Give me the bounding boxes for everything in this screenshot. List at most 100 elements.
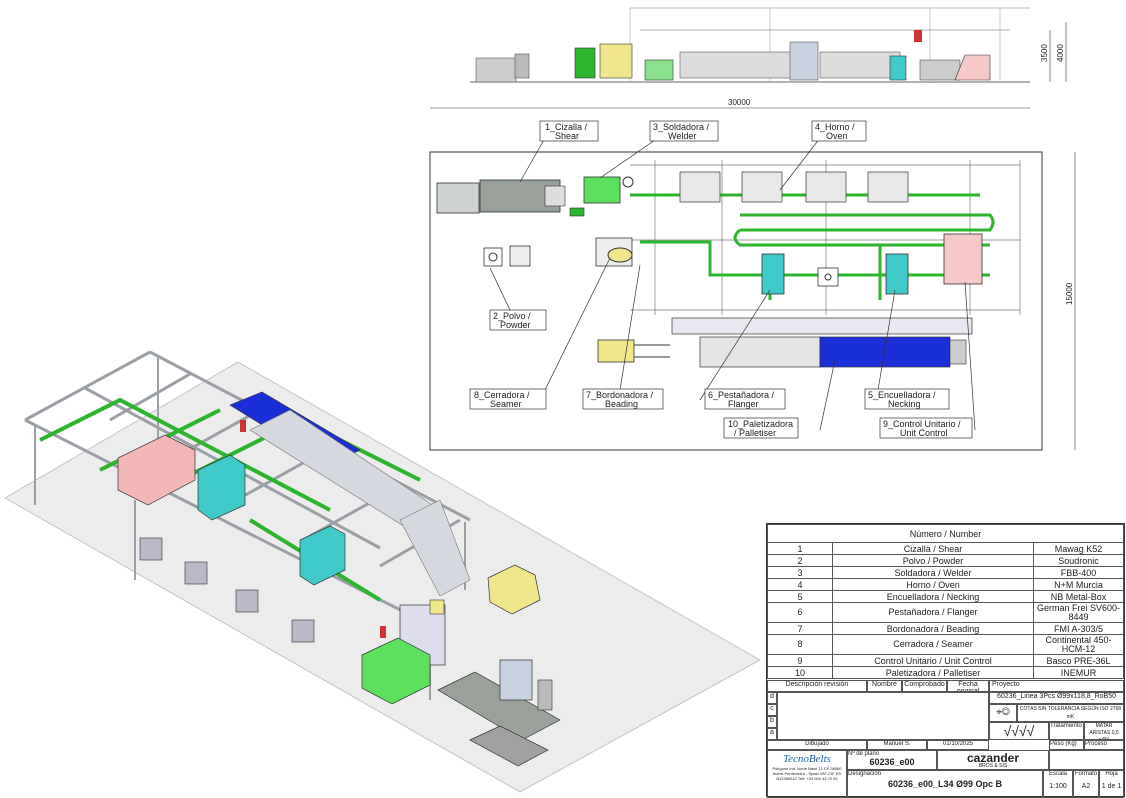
bom-model: INEMUR [1033,666,1124,679]
nombre-header: Nombre [867,680,902,692]
designacion: 60236_e00_L34 Ø99 Opc B [887,779,1003,789]
company-address: Polígono Ind. Norte Nave 11 CP 38060 Iba… [772,766,842,781]
label-6-line2: Flanger [728,399,759,409]
dibujado-label: Dibujado [767,740,867,750]
label-5-line1: 5_Encuelladora / [868,390,936,400]
formato-cell: Formato A2 [1073,770,1099,798]
bom-name: Horno / Oven [832,578,1034,591]
bom-name: Paletizadora / Palletiser [832,666,1034,679]
rev-d: d [767,692,777,704]
isometric-view [4,350,761,793]
dim-width: 15000 [1065,282,1074,305]
formato: A2 [1081,783,1091,790]
designacion-cell: Designación 60236_e00_L34 Ø99 Opc B [847,770,1043,798]
tratamiento-label: Tratamiento [1049,722,1084,740]
bom-name: Cerradora / Seamer [832,634,1034,655]
elevation-view: 3500 4000 [470,7,1067,83]
label-5-line2: Necking [888,399,921,409]
n-plano-label: Nº de plano [848,751,880,757]
cotas-note: COTAS SIN TOLERANCIA SEGÚN ISO 2768 mK [1017,704,1124,722]
proyecto-value: 60236_Linea 3Pcs Ø99x118,8_RoB50 [989,692,1124,704]
bom-model: Mawag K52 [1033,542,1124,555]
bom-model: FMI A-303/5 [1033,622,1124,635]
bom-model: N+M Murcia [1033,578,1124,591]
n-plano: 60236_e00 [869,757,915,767]
bom-model: Basco PRE-36L [1033,654,1124,667]
desc-revision-header: Descripción revisión [767,680,867,692]
bom-n: 9 [767,654,833,667]
bom-n: 3 [767,566,833,579]
dim-height-2: 4000 [1056,44,1065,62]
bom-model: FBB-400 [1033,566,1124,579]
partner-name: cazander [966,751,1020,765]
label-7-line1: 7_Bordonadora / [586,390,654,400]
bom-n: 5 [767,590,833,603]
designacion-label: Designación [848,771,882,777]
peso-proceso-values [1049,750,1124,770]
label-8-line1: 8_Cerradora / [474,390,530,400]
label-1-line1: 1_Cizalla / [545,122,588,132]
escala-label: Escala [1048,771,1067,777]
bom-n: 6 [767,602,833,623]
bom-n: 8 [767,634,833,655]
escala-cell: Escala 1:100 [1043,770,1073,798]
dibujado-name: Manuel S. [867,740,927,750]
formato-label: Formato [1074,771,1098,777]
partner-sub: BROS & SIS [978,763,1008,769]
plan-labels: 1_Cizalla / Shear 3_Soldadora / Welder 4… [469,120,973,439]
fecha-original-header: Fecha original [947,680,989,692]
company-logo: TecnoBelts Polígono Ind. Norte Nave 11 C… [767,750,847,798]
rev-a: a [767,728,777,740]
bom-n: 1 [767,542,833,555]
peso-label: Peso (Kg) [1049,740,1084,750]
label-4-line2: Oven [826,131,848,141]
projection-symbol-icon: ⌖◎ [989,704,1017,722]
proyecto-header: Proyecto [989,680,1124,692]
hoja-label: Hoja [1105,771,1118,777]
company-name: TecnoBelts [783,753,831,765]
hoja-cell: Hoja 1 de 1 [1099,770,1124,798]
bom-name: Pestañadora / Flanger [832,602,1034,623]
label-2-line2: Powder [500,320,531,330]
dim-length: 30000 [728,98,751,107]
revision-rows [777,692,989,740]
comprobado-header: Comprobado [902,680,947,692]
rev-c: c [767,704,777,716]
rev-b: b [767,716,777,728]
label-10-line2: / Palletiser [734,428,776,438]
label-6-line1: 6_Pestañadora / [708,390,775,400]
label-1-line2: Shear [555,131,579,141]
bom-model: NB Metal-Box [1033,590,1124,603]
label-3-line1: 3_Soldadora / [653,122,710,132]
bom-header: Número / Number [767,524,1124,543]
bom-model: Soudronic [1033,554,1124,567]
matar-aristas: MATAR ARISTAS 0,5 x45° [1084,722,1124,740]
label-9-line1: 9_Control Unitario / [883,419,961,429]
bom-name: Bordonadora / Beading [832,622,1034,635]
bom-n: 2 [767,554,833,567]
label-7-line2: Beading [605,399,638,409]
label-3-line2: Welder [668,131,696,141]
label-9-line2: Unit Control [900,428,948,438]
escala: 1:100 [1049,783,1067,790]
label-2-line1: 2_Polvo / [493,311,531,321]
plan-view: 30000 15000 [429,98,1076,451]
bom-name: Control Unitario / Unit Control [832,654,1034,667]
bom-n: 4 [767,578,833,591]
bom-n: 7 [767,622,833,635]
partner-logo: cazander BROS & SIS [937,750,1049,770]
bom-n: 10 [767,666,833,679]
label-4-line1: 4_Horno / [815,122,855,132]
bom-name: Cizalla / Shear [832,542,1034,555]
